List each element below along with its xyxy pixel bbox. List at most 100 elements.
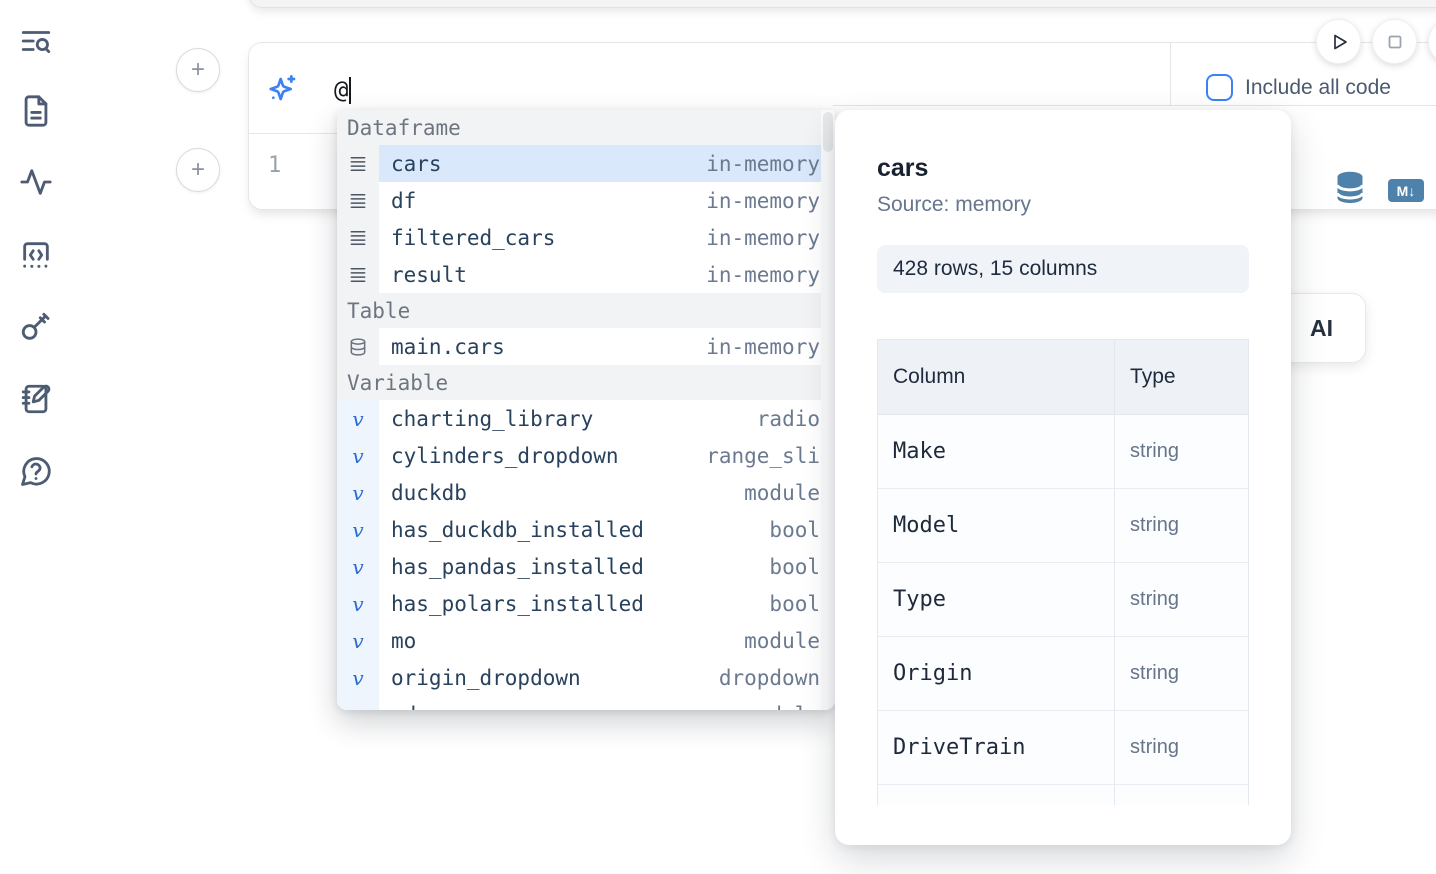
autocomplete-item-type: in-memory xyxy=(706,262,820,287)
autocomplete-item-name: origin_dropdown xyxy=(391,665,581,690)
autocomplete-item-type: radio xyxy=(756,406,820,431)
schema-column-type: string xyxy=(1114,636,1248,711)
help-chat-icon[interactable] xyxy=(17,452,55,490)
schema-column-type: string xyxy=(1114,488,1248,563)
preview-source: Source: memory xyxy=(877,193,1032,216)
autocomplete-item-name: mo xyxy=(391,628,417,653)
autocomplete-item-name: has_pandas_installed xyxy=(391,554,644,579)
autocomplete-item-name: duckdb xyxy=(391,480,467,505)
include-all-code-label: Include all code xyxy=(1245,75,1391,99)
rows-icon xyxy=(337,182,379,219)
include-all-code-row: Include all code xyxy=(1206,74,1391,101)
snippets-icon[interactable] xyxy=(17,236,55,274)
autocomplete-item[interactable]: v charting_library radio xyxy=(337,400,835,437)
autocomplete-item[interactable]: filtered_cars in-memory xyxy=(337,219,835,256)
autocomplete-item-type: in-memory xyxy=(706,225,820,250)
autocomplete-item-name: cylinders_dropdown xyxy=(391,443,619,468)
autocomplete-item[interactable]: result in-memory xyxy=(337,256,835,293)
autocomplete-item[interactable]: v origin_dropdown dropdown xyxy=(337,659,835,696)
markdown-convert-icon[interactable]: M↓ xyxy=(1388,179,1424,202)
file-text-icon[interactable] xyxy=(17,92,55,130)
autocomplete-item-type: range_sli xyxy=(706,443,820,468)
dropdown-scrollbar-thumb[interactable] xyxy=(823,112,833,152)
key-icon[interactable] xyxy=(17,308,55,346)
schema-column-name: DriveTrain xyxy=(878,710,1115,785)
variable-icon: v xyxy=(337,659,379,696)
autocomplete-section-header: Dataframe xyxy=(337,110,835,145)
schema-column-name: Type xyxy=(878,562,1115,637)
include-all-code-checkbox[interactable] xyxy=(1206,74,1233,101)
schema-column-type: string xyxy=(1114,710,1248,785)
rows-icon xyxy=(337,219,379,256)
autocomplete-item-name: charting_library xyxy=(391,406,594,431)
list-search-icon[interactable] xyxy=(17,22,55,60)
autocomplete-item-name: result xyxy=(391,262,467,287)
autocomplete-item-type: module xyxy=(744,628,820,653)
autocomplete-item-name: filtered_cars xyxy=(391,225,556,250)
schema-column-name: Origin xyxy=(878,636,1115,711)
left-sidebar xyxy=(0,0,72,874)
autocomplete-item-type: bool xyxy=(769,591,820,616)
schema-column-type: string xyxy=(1114,562,1248,637)
variable-icon: v xyxy=(337,696,379,710)
input-checkbox-divider xyxy=(1170,43,1171,105)
rows-icon xyxy=(337,145,379,182)
dataframe-preview-panel: cars Source: memory 428 rows, 15 columns… xyxy=(835,110,1291,845)
autocomplete-item[interactable]: vpdmodule xyxy=(337,696,835,710)
previous-cell-edge xyxy=(248,0,1436,8)
checkbox-row-divider xyxy=(833,105,1436,106)
variable-icon: v xyxy=(337,622,379,659)
dropdown-scrollbar xyxy=(821,110,835,710)
schema-table-row xyxy=(878,784,1248,805)
datasource-database-icon[interactable] xyxy=(1335,170,1365,206)
activity-icon[interactable] xyxy=(17,163,55,201)
schema-header-type: Type xyxy=(1114,340,1248,415)
preview-shape-badge: 428 rows, 15 columns xyxy=(877,245,1249,293)
stop-button[interactable] xyxy=(1372,19,1417,64)
schema-column-name: Model xyxy=(878,488,1115,563)
autocomplete-section-header: Variable xyxy=(337,365,835,400)
autocomplete-item-name: cars xyxy=(391,151,442,176)
schema-column-name xyxy=(878,784,1115,805)
scratchpad-icon[interactable] xyxy=(17,380,55,418)
autocomplete-item-name: has_polars_installed xyxy=(391,591,644,616)
run-cell-button[interactable] xyxy=(1316,19,1361,64)
line-number: 1 xyxy=(268,153,282,178)
rows-icon xyxy=(337,256,379,293)
database-icon xyxy=(337,328,379,365)
schema-header-column: Column xyxy=(878,340,1115,415)
autocomplete-item-type: dropdown xyxy=(718,665,820,690)
ai-row-divider xyxy=(248,133,363,134)
sparkles-ai-icon xyxy=(266,73,298,105)
variable-icon: v xyxy=(337,400,379,437)
text-cursor xyxy=(349,76,352,104)
autocomplete-item[interactable]: df in-memory xyxy=(337,182,835,219)
autocomplete-item-name: has_duckdb_installed xyxy=(391,517,644,542)
add-cell-button-top[interactable]: + xyxy=(176,48,220,92)
ai-prompt-input[interactable]: @ xyxy=(334,72,1034,108)
add-cell-button-bottom[interactable]: + xyxy=(176,148,220,192)
autocomplete-item-type: module xyxy=(744,703,835,711)
autocomplete-item-type: in-memory xyxy=(706,188,820,213)
autocomplete-item-name: main.cars xyxy=(391,334,505,359)
autocomplete-item-name: df xyxy=(391,188,417,213)
